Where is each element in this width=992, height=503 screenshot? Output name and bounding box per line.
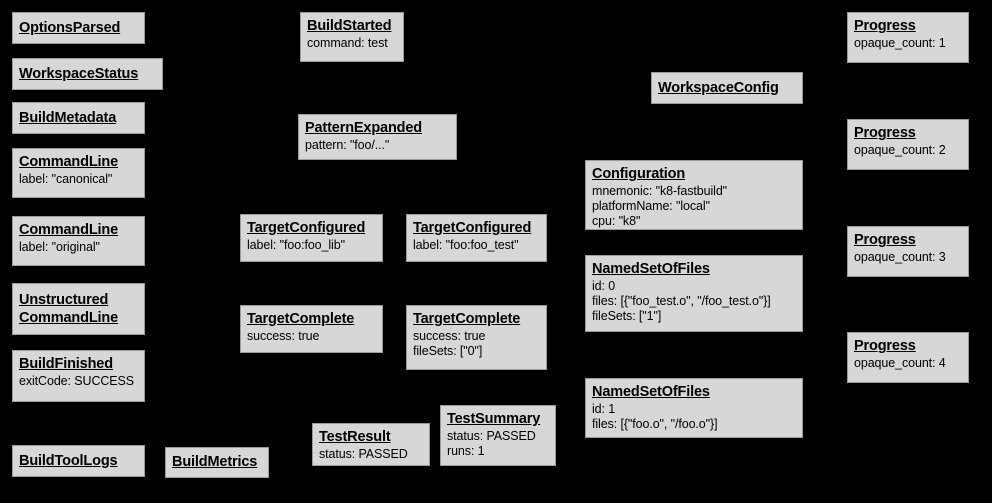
event-node-progress-2[interactable]: Progress opaque_count: 2 bbox=[847, 119, 969, 170]
event-node-title: Progress bbox=[854, 338, 916, 354]
event-node-title: TargetConfigured bbox=[247, 220, 366, 236]
event-node-title: PatternExpanded bbox=[305, 120, 422, 136]
event-node-fields: opaque_count: 2 bbox=[854, 143, 962, 158]
event-node-title: BuildToolLogs bbox=[19, 452, 118, 469]
event-node-build-tool-logs[interactable]: BuildToolLogs bbox=[12, 445, 145, 477]
event-node-title: Progress bbox=[854, 125, 916, 141]
event-node-field: label: "foo:foo_lib" bbox=[247, 238, 345, 252]
event-node-configuration[interactable]: Configuration mnemonic: "k8-fastbuild"pla… bbox=[585, 160, 803, 230]
event-node-field: opaque_count: 2 bbox=[854, 143, 946, 157]
event-node-field: success: true bbox=[413, 329, 486, 343]
event-node-title: BuildMetrics bbox=[172, 454, 258, 470]
event-node-workspace-config[interactable]: WorkspaceConfig bbox=[651, 72, 803, 104]
event-node-field: fileSets: ["0"] bbox=[413, 344, 483, 358]
event-node-target-configured-foo-lib[interactable]: TargetConfigured label: "foo:foo_lib" bbox=[240, 214, 383, 262]
event-node-fields: opaque_count: 3 bbox=[854, 250, 962, 265]
event-node-field: opaque_count: 3 bbox=[854, 250, 946, 264]
event-node-title: CommandLine bbox=[19, 222, 119, 238]
event-node-title: BuildFinished bbox=[19, 356, 113, 372]
event-node-title: NamedSetOfFiles bbox=[592, 261, 710, 277]
event-node-field: files: [{"foo_test.o", "/foo_test.o"}] bbox=[592, 294, 771, 308]
event-node-pattern-expanded[interactable]: PatternExpanded pattern: "foo/..." bbox=[298, 114, 457, 160]
event-node-fields: label: "foo:foo_lib" bbox=[247, 238, 376, 253]
event-node-fields: opaque_count: 1 bbox=[854, 36, 962, 51]
event-node-field: success: true bbox=[247, 329, 320, 343]
event-node-field: command: test bbox=[307, 36, 388, 50]
event-node-command-line-canonical[interactable]: CommandLine label: "canonical" bbox=[12, 148, 145, 198]
event-node-target-configured-foo-test[interactable]: TargetConfigured label: "foo:foo_test" bbox=[406, 214, 547, 262]
event-node-title: WorkspaceStatus bbox=[19, 65, 139, 82]
event-node-title: Unstructured CommandLine bbox=[19, 291, 119, 326]
event-node-field: id: 1 bbox=[592, 402, 616, 416]
event-node-fields: command: test bbox=[307, 36, 397, 51]
event-node-title: BuildMetadata bbox=[19, 109, 117, 126]
event-node-options-parsed[interactable]: OptionsParsed bbox=[12, 12, 145, 44]
event-node-field: opaque_count: 1 bbox=[854, 36, 946, 50]
event-node-field: id: 0 bbox=[592, 279, 616, 293]
event-node-fields: success: true bbox=[247, 329, 376, 344]
event-node-unstructured-command-line[interactable]: Unstructured CommandLine bbox=[12, 283, 145, 335]
event-node-fields: label: "foo:foo_test" bbox=[413, 238, 540, 253]
event-node-target-complete-lib[interactable]: TargetComplete success: true bbox=[240, 305, 383, 353]
event-node-field: label: "foo:foo_test" bbox=[413, 238, 519, 252]
event-node-fields: pattern: "foo/..." bbox=[305, 138, 450, 153]
event-node-field: runs: 1 bbox=[447, 444, 485, 458]
event-node-field: status: PASSED bbox=[447, 429, 536, 443]
event-node-field: opaque_count: 4 bbox=[854, 356, 946, 370]
event-node-title: TargetComplete bbox=[247, 311, 355, 327]
event-node-command-line-original[interactable]: CommandLine label: "original" bbox=[12, 216, 145, 266]
event-node-title: BuildStarted bbox=[307, 18, 392, 34]
event-node-title: WorkspaceConfig bbox=[658, 79, 779, 96]
event-node-field: files: [{"foo.o", "/foo.o"}] bbox=[592, 417, 718, 431]
event-node-build-finished[interactable]: BuildFinished exitCode: SUCCESS bbox=[12, 350, 145, 402]
event-node-fields: label: "canonical" bbox=[19, 172, 138, 187]
event-node-title: CommandLine bbox=[19, 154, 119, 170]
event-node-title: TargetConfigured bbox=[413, 220, 532, 236]
event-node-field: label: "original" bbox=[19, 240, 100, 254]
event-node-title: TestSummary bbox=[447, 411, 541, 427]
event-node-field: label: "canonical" bbox=[19, 172, 113, 186]
event-node-field: fileSets: ["1"] bbox=[592, 309, 662, 323]
event-node-build-metadata[interactable]: BuildMetadata bbox=[12, 102, 145, 134]
event-node-fields: opaque_count: 4 bbox=[854, 356, 962, 371]
event-node-field: mnemonic: "k8-fastbuild" bbox=[592, 184, 728, 198]
event-node-title: Progress bbox=[854, 232, 916, 248]
event-node-title: TestResult bbox=[319, 429, 391, 445]
event-node-title: Progress bbox=[854, 18, 916, 34]
event-node-workspace-status[interactable]: WorkspaceStatus bbox=[12, 58, 163, 90]
event-node-fields: mnemonic: "k8-fastbuild"platformName: "l… bbox=[592, 184, 796, 229]
event-node-field: cpu: "k8" bbox=[592, 214, 641, 228]
event-node-build-metrics[interactable]: BuildMetrics bbox=[165, 447, 269, 478]
event-node-field: status: PASSED bbox=[319, 447, 408, 461]
event-node-progress-3[interactable]: Progress opaque_count: 3 bbox=[847, 226, 969, 277]
event-node-field: platformName: "local" bbox=[592, 199, 710, 213]
event-node-field: exitCode: SUCCESS bbox=[19, 374, 135, 388]
event-node-fields: label: "original" bbox=[19, 240, 138, 255]
event-node-fields: exitCode: SUCCESS bbox=[19, 374, 138, 389]
event-node-build-started[interactable]: BuildStarted command: test bbox=[300, 12, 404, 62]
event-node-title: TargetComplete bbox=[413, 311, 521, 327]
event-node-progress-1[interactable]: Progress opaque_count: 1 bbox=[847, 12, 969, 63]
event-node-title: Configuration bbox=[592, 166, 686, 182]
event-node-fields: status: PASSED bbox=[319, 447, 423, 462]
event-node-title: OptionsParsed bbox=[19, 19, 121, 36]
event-node-progress-4[interactable]: Progress opaque_count: 4 bbox=[847, 332, 969, 383]
event-node-field: pattern: "foo/..." bbox=[305, 138, 390, 152]
event-node-title: NamedSetOfFiles bbox=[592, 384, 710, 400]
event-node-test-result[interactable]: TestResult status: PASSED bbox=[312, 423, 430, 466]
